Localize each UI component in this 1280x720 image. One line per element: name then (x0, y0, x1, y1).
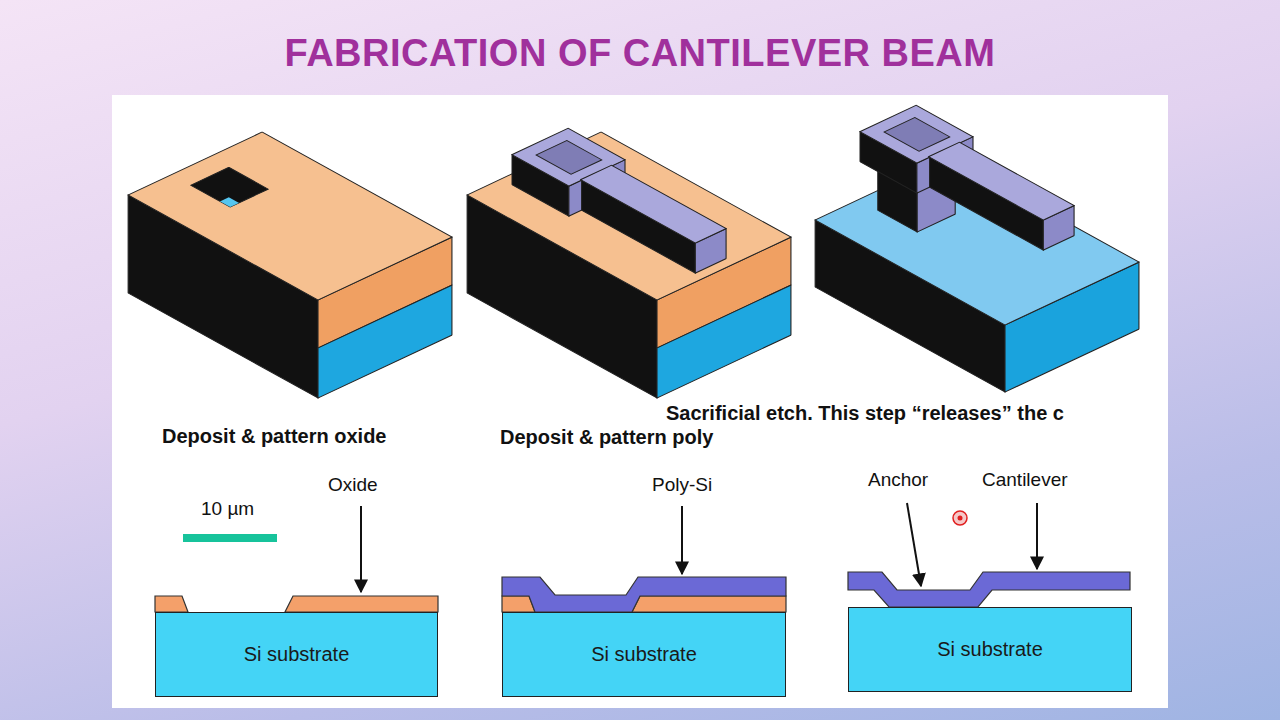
substrate-box: Si substrate (848, 607, 1132, 692)
scale-bar (183, 534, 277, 542)
cantilever-cross-section (848, 572, 1130, 607)
poly-block-3d-part (536, 141, 602, 175)
poly-block-3d-part (581, 165, 726, 243)
step-caption: Deposit & pattern poly (500, 425, 713, 449)
scale-label: 10 µm (201, 498, 254, 521)
slide-title: FABRICATION OF CANTILEVER BEAM (0, 32, 1280, 75)
leader-arrows-part (907, 503, 921, 586)
released-cantilever-3d-part (884, 118, 950, 152)
cantilever-cross-section-part (848, 572, 1130, 607)
step-caption: Deposit & pattern oxide (162, 424, 386, 448)
cursor-dot-part (953, 511, 967, 525)
layer-name: Si substrate (591, 643, 697, 666)
hole-floor (191, 197, 268, 237)
substrate-box: Si substrate (155, 612, 438, 697)
part-label: Anchor (868, 469, 928, 492)
leader-arrows-part (360, 506, 362, 592)
oxide-cross-section-part (155, 596, 188, 612)
white-panel (112, 95, 1168, 708)
poly-cross-section-part (632, 596, 786, 612)
leader-arrows-part (681, 506, 683, 574)
cursor-dot (953, 511, 967, 525)
layer-name: Si substrate (937, 638, 1043, 661)
oxide-block-3d-part (128, 132, 452, 300)
step-caption: Sacrificial etch. This step “releases” t… (666, 401, 1064, 425)
poly-block-3d-part (467, 132, 791, 300)
hole-floor-part (191, 197, 268, 237)
oxide-block-3d (128, 132, 452, 398)
leader-arrows (361, 503, 1037, 592)
released-cantilever-3d (815, 105, 1139, 392)
cursor-dot-part (958, 516, 963, 521)
leader-arrows-part (1036, 503, 1038, 569)
part-label: Cantilever (982, 469, 1068, 492)
substrate-box: Si substrate (502, 612, 786, 697)
part-label: Poly-Si (652, 474, 712, 497)
oxide-block-3d-part (318, 285, 452, 398)
oxide-cross-section (155, 596, 438, 612)
poly-cross-section-part (502, 577, 786, 612)
oxide-cross-section-part (285, 596, 438, 612)
poly-cross-section (502, 577, 786, 612)
poly-block-3d-part (657, 285, 791, 398)
released-cantilever-3d-part (929, 142, 1074, 220)
part-label: Oxide (328, 474, 378, 497)
poly-block-3d (467, 128, 791, 398)
layer-name: Si substrate (244, 643, 350, 666)
